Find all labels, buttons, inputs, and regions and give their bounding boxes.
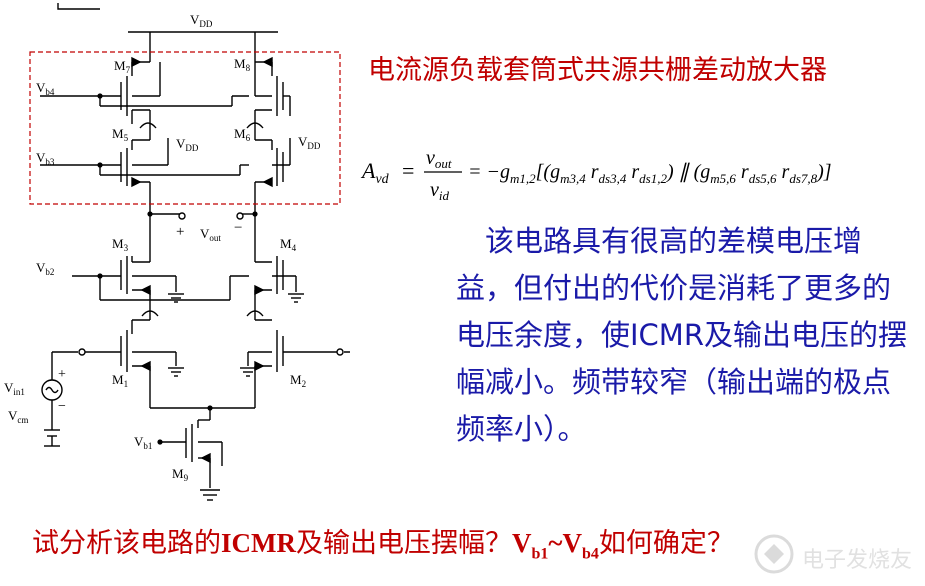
vdd-m5-label: VDD [176,136,199,153]
m4-label: M4 [280,236,297,253]
m5-label: M5 [112,126,129,143]
m9-label: M9 [172,466,189,483]
m7-label: M7 [114,58,131,75]
vout-label: Vout [200,226,221,243]
vin1-plus: + [58,367,66,382]
m3-label: M3 [112,236,129,253]
vb3-label: Vb3 [36,150,55,167]
m8-label: M8 [234,56,251,73]
watermark-logo-icon [754,534,794,574]
svg-text:Avd: Avd [360,158,390,187]
question-text: 试分析该电路的ICMR及输出电压摆幅？Vb1~Vb4如何确定？ [32,528,734,563]
svg-text:= −gm1,2[(gm3,4 rds3,4 rds1,2): = −gm1,2[(gm3,4 rds3,4 rds1,2) ∥ (gm5,6 … [468,161,832,186]
watermark-text: 电子发烧友 [802,548,913,573]
m2-label: M2 [290,372,306,389]
svg-text:=: = [402,158,414,183]
vb4-label: Vb4 [36,80,55,97]
vcm1-label: Vcm [8,408,28,425]
vin1-minus: − [58,399,66,414]
svg-text:vout: vout [426,147,452,171]
vdd-top-label: VDD [190,12,213,29]
circuit-schematic: VDD M7 M8 Vb4 M5 VDD M6 VDD Vb3 + Vout −… [4,3,350,501]
description-text: 该电路具有很高的差模电压增益，但付出的代价是消耗了更多的电压余度，使ICMR及输… [456,224,907,446]
vb1-label: Vb1 [134,434,152,451]
vdd-m6-label: VDD [298,134,321,151]
gain-formula: Avd = vout vid = −gm1,2[(gm3,4 rds3,4 rd… [360,147,832,203]
page-title: 电流源负载套筒式共源共栅差动放大器 [368,55,827,86]
watermark: 电子发烧友 [752,532,922,582]
vb2-label: Vb2 [36,260,54,277]
vout-plus: + [176,224,184,240]
m6-label: M6 [234,126,251,143]
vout-minus: − [234,220,242,236]
svg-text:vid: vid [430,179,450,203]
vin1-label: Vin1 [4,380,25,397]
m1-label: M1 [112,372,128,389]
dashed-box [29,51,341,205]
